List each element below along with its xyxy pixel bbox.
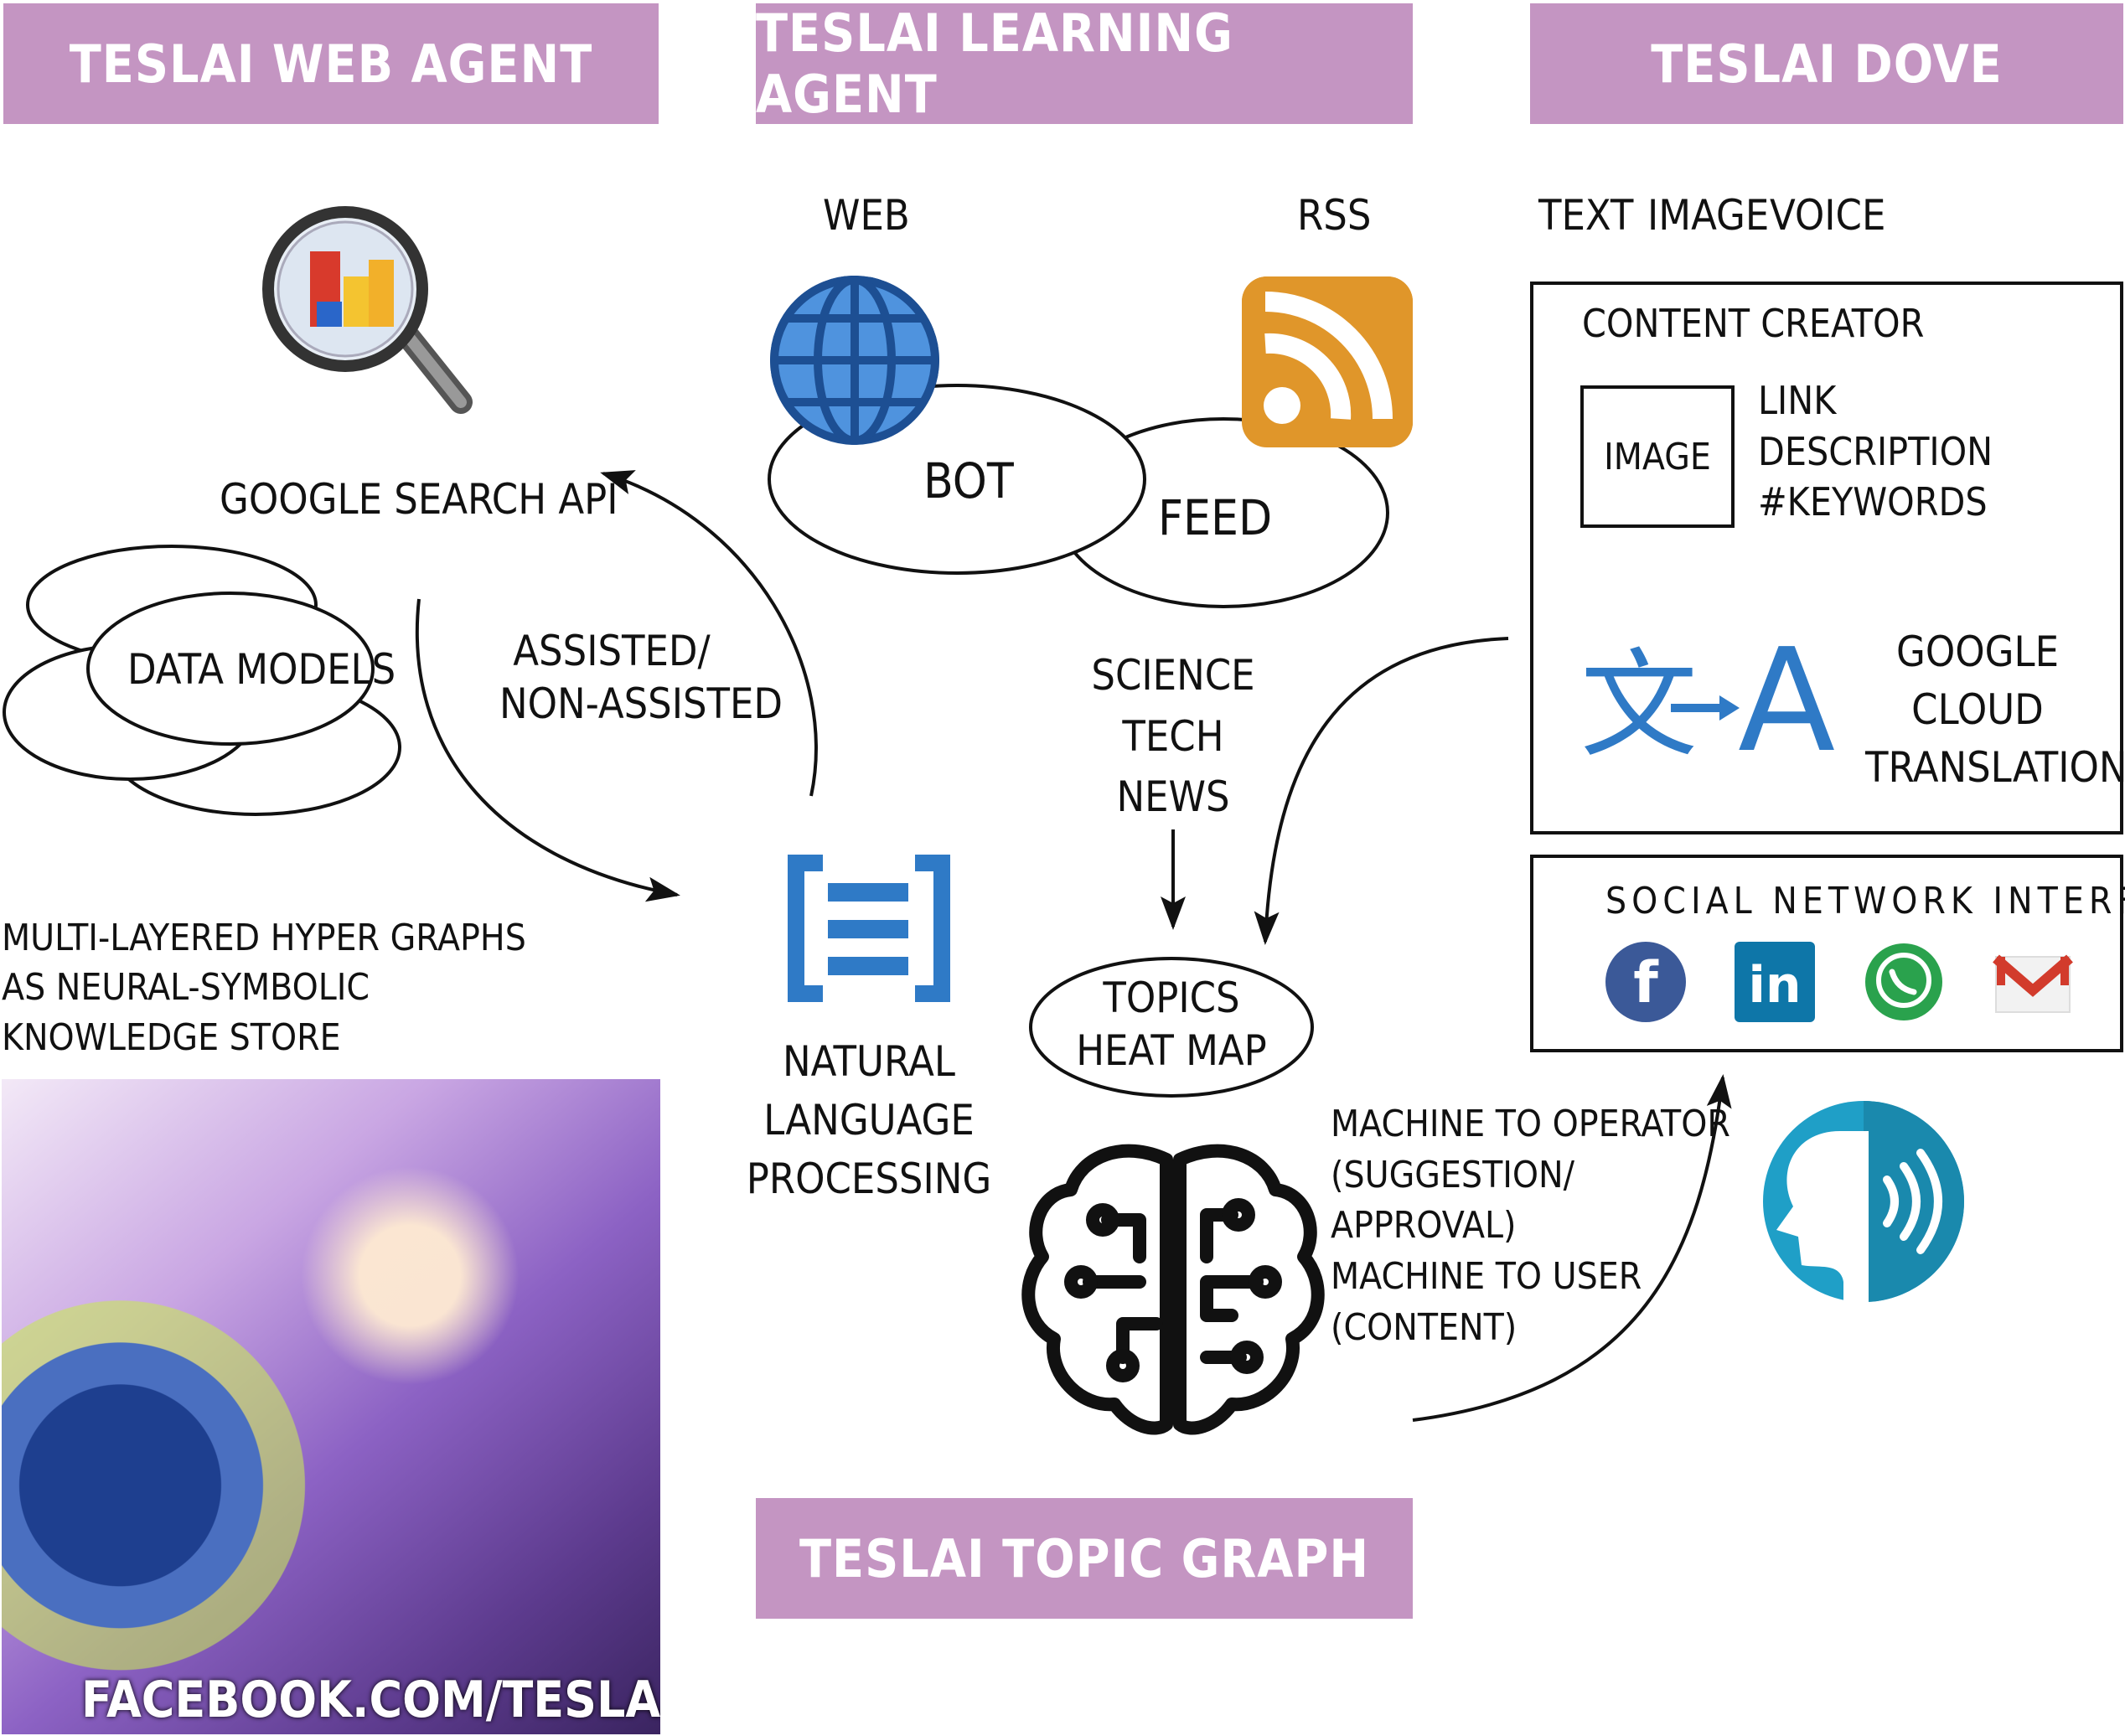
hypergraph-label: MULTI-LAYERED HYPER GRAPHS AS NEURAL-SYM… (2, 913, 526, 1062)
content-creator-box (1530, 282, 2123, 834)
heatmap-line1: TOPICS (1103, 974, 1240, 1022)
link-label: LINK (1758, 378, 1837, 423)
machine-line2: (SUGGESTION/ (1331, 1153, 1575, 1196)
arrow-brain-to-social (1412, 1074, 1732, 1422)
assisted-line1: ASSISTED/ (513, 627, 711, 675)
translate-line2: CLOUD (1911, 685, 2044, 734)
machine-line4: MACHINE TO USER (1331, 1255, 1642, 1299)
google-search-api-label: GOOGLE SEARCH API (220, 475, 618, 524)
brain-circuit-icon (1021, 1144, 1325, 1435)
hypergraph-line2: AS NEURAL-SYMBOLIC (2, 966, 370, 1010)
machine-text: MACHINE TO OPERATOR (SUGGESTION/ APPROVA… (1331, 1099, 1730, 1354)
arrow-nlp-to-search (600, 470, 818, 797)
photo-caption: FACEBOOK.COM/TESLAAI (81, 1671, 660, 1729)
banner-dove: TESLAI DOVE (1530, 3, 2123, 124)
description-label: DESCRIPTION (1758, 428, 1993, 474)
svg-text:in: in (1748, 956, 1801, 1015)
social-interface-box (1530, 855, 2123, 1052)
nlp-line3: PROCESSING (746, 1155, 992, 1203)
heatmap-line2: HEAT MAP (1076, 1026, 1267, 1075)
banner-topic-graph: TESLAI TOPIC GRAPH (756, 1498, 1413, 1619)
nlp-line1: NATURAL (783, 1037, 955, 1086)
android-photo: FACEBOOK.COM/TESLAAI (2, 1079, 660, 1734)
svg-text:A: A (1738, 618, 1835, 784)
hypergraph-line3: KNOWLEDGE STORE (2, 1015, 341, 1059)
heatmap-ellipse (1029, 957, 1314, 1098)
nlp-line2: LANGUAGE (763, 1096, 975, 1144)
data-models-label: DATA MODELS (127, 645, 396, 694)
banner-learning-agent: TESLAI LEARNING AGENT (756, 3, 1413, 125)
meta-list: LINK DESCRIPTION #KEYWORDS (1758, 375, 1993, 528)
arrow-models-to-nlp (415, 598, 680, 902)
globe-icon (770, 276, 939, 445)
magnifier-chart-icon (262, 206, 473, 414)
heatmap-label: TOPICS HEAT MAP (1056, 972, 1287, 1077)
image-box-label: IMAGE (1604, 435, 1711, 478)
machine-line1: MACHINE TO OPERATOR (1331, 1103, 1730, 1145)
dove-image-label: IMAGE (1647, 191, 1770, 240)
svg-text:f: f (1633, 950, 1659, 1016)
image-box: IMAGE (1580, 385, 1735, 528)
translate-line3: TRANSLATION (1865, 743, 2125, 792)
translate-icon: 文 A (1580, 618, 1835, 784)
facebook-icon[interactable]: f (1605, 942, 1686, 1022)
data-models-cluster (3, 545, 401, 816)
bot-label: BOT (923, 452, 1014, 509)
dove-voice-label: VOICE (1770, 191, 1886, 240)
topics-list: SCIENCE TECH NEWS (1089, 645, 1257, 828)
content-creator-label: CONTENT CREATOR (1582, 301, 1925, 346)
assisted-line2: NON-ASSISTED (499, 679, 783, 728)
social-interface-label: SOCIAL NETWORK INTERFACE (1605, 880, 2125, 922)
gmail-icon[interactable] (1993, 954, 2073, 1013)
topic-item: NEWS (1116, 772, 1230, 821)
machine-line5: (CONTENT) (1331, 1305, 1517, 1349)
nlp-label: NATURAL LANGUAGE PROCESSING (737, 1032, 1000, 1208)
rss-icon (1242, 276, 1413, 447)
linkedin-icon[interactable]: in (1735, 942, 1815, 1022)
topic-item: SCIENCE (1091, 651, 1255, 700)
machine-line3: APPROVAL) (1331, 1204, 1517, 1248)
voice-icon (1763, 1101, 1964, 1307)
keywords-label: #KEYWORDS (1758, 479, 1988, 525)
web-label: WEB (823, 191, 910, 240)
dove-text-label: TEXT (1538, 191, 1634, 240)
feed-label: FEED (1158, 489, 1273, 546)
arrow-dove-to-heatmap (1254, 637, 1509, 945)
rss-label: RSS (1297, 191, 1372, 240)
nlp-bracket-icon (788, 855, 950, 1002)
translate-line1: GOOGLE (1896, 628, 2059, 676)
assisted-label: ASSISTED/ NON-ASSISTED (499, 625, 783, 730)
hypergraph-line1: MULTI-LAYERED HYPER GRAPHS (2, 917, 526, 959)
banner-web-agent: TESLAI WEB AGENT (3, 3, 659, 124)
whatsapp-icon[interactable] (1865, 943, 1942, 1020)
translation-label: GOOGLE CLOUD TRANSLATION (1865, 623, 2125, 797)
topic-item: TECH (1122, 711, 1224, 761)
